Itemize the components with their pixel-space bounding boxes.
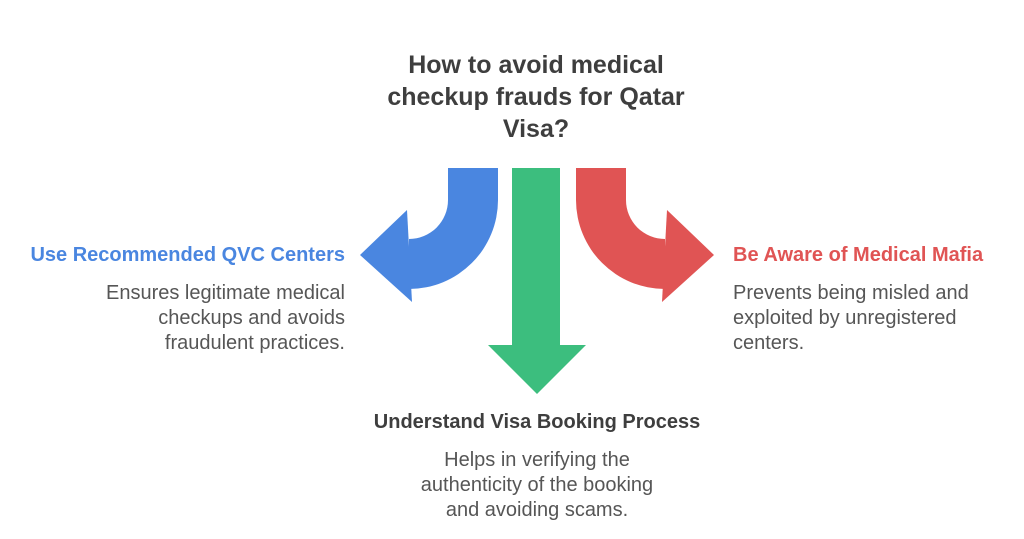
curved-arrow-right-head — [662, 210, 714, 302]
section-visa-booking-heading: Understand Visa Booking Process — [373, 411, 701, 433]
curved-arrow-right-icon — [576, 168, 714, 302]
section-medical-mafia-heading: Be Aware of Medical Mafia — [733, 244, 984, 266]
section-qvc-centers-body: Ensures legitimate medical checkups and … — [106, 282, 345, 354]
curved-arrow-right-band — [576, 168, 665, 289]
section-visa-booking-body: Helps in verifying the authenticity of t… — [420, 449, 654, 521]
straight-arrow-down-shape — [488, 168, 586, 394]
curved-arrow-left-icon — [360, 168, 498, 302]
curved-arrow-left-head — [360, 210, 412, 302]
curved-arrow-left-band — [409, 168, 498, 289]
straight-arrow-down-icon — [488, 168, 586, 394]
section-visa-booking: Understand Visa Booking Process Helps in… — [372, 409, 702, 523]
section-medical-mafia: Be Aware of Medical Mafia Prevents being… — [733, 242, 1003, 356]
section-qvc-centers: Use Recommended QVC Centers Ensures legi… — [15, 242, 345, 356]
page-title: How to avoid medical checkup frauds for … — [387, 51, 685, 143]
section-qvc-centers-heading: Use Recommended QVC Centers — [30, 244, 345, 266]
section-medical-mafia-body: Prevents being misled and exploited by u… — [733, 282, 969, 354]
